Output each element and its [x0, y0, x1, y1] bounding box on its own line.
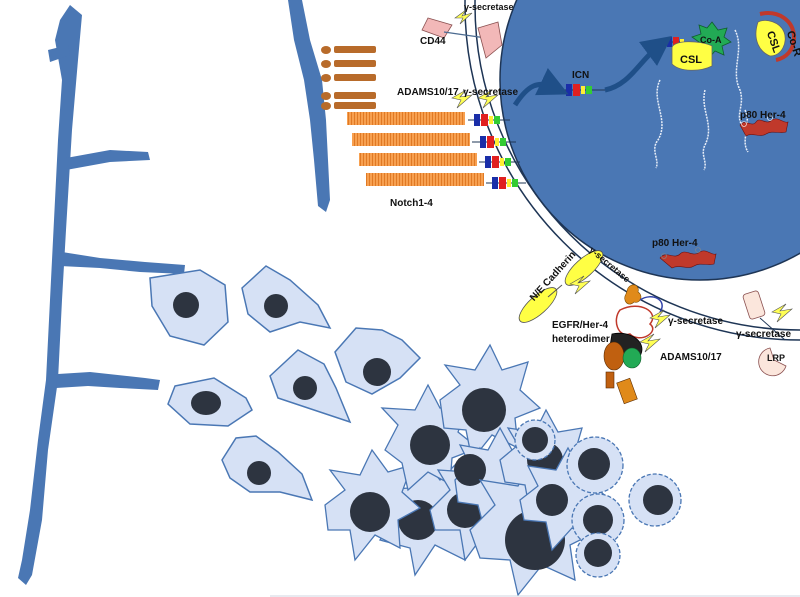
- scissor-egfr-adams: [639, 333, 662, 353]
- label-egfr-her4-2: heterodimer: [552, 334, 610, 345]
- label-adams-top: ADAMS10/17: [397, 87, 459, 98]
- scissor-gamma-mid: [477, 89, 500, 109]
- cell: [167, 377, 253, 427]
- notch-bar: [352, 133, 470, 146]
- csl-complex-left: [671, 41, 713, 71]
- scissor-adams-top: [451, 89, 474, 109]
- label-csl-left: CSL: [680, 54, 702, 66]
- label-gamma-mid: γ-secretase: [463, 87, 518, 98]
- cleavage-arrow: [512, 68, 569, 107]
- cell: [334, 327, 422, 395]
- tumor-cell-scalloped: [575, 532, 621, 578]
- label-notch: Notch1-4: [390, 198, 433, 209]
- notch-receptors: [347, 112, 484, 186]
- vessel-branch-2: [60, 252, 185, 274]
- notch-bar: [347, 112, 465, 125]
- label-gamma-lrp: γ-secretase: [736, 329, 791, 340]
- p80-her4-cytoplasm: [659, 247, 717, 269]
- tumor-cell-scalloped: [566, 436, 624, 494]
- receptor: [321, 60, 376, 68]
- cd44-molecule: [421, 17, 503, 59]
- label-icn: ICN: [572, 70, 589, 81]
- cell: [241, 265, 332, 333]
- label-egfr-her4-1: EGFR/Her-4: [552, 320, 609, 331]
- tumor-cell-scalloped: [628, 473, 682, 527]
- label-gamma-egfr: γ-secretase: [668, 316, 723, 327]
- notch-bar: [359, 153, 477, 166]
- receptor: [321, 46, 376, 54]
- csl-complex-right: [755, 11, 797, 62]
- cell: [269, 349, 352, 424]
- blood-vessel-network: [18, 0, 330, 585]
- cell: [221, 435, 314, 502]
- notch-bar: [366, 173, 484, 186]
- receptor: [321, 102, 376, 110]
- tumor-cell-scalloped: [514, 419, 556, 461]
- cell: [149, 269, 229, 346]
- nicd-segment: [468, 114, 510, 126]
- label-adams-bottom: ADAMS10/17: [660, 352, 722, 363]
- scissor-top: [454, 9, 473, 25]
- receptor: [321, 74, 376, 82]
- egfr-her4-heterodimer: [603, 284, 663, 405]
- nicd-segment: [479, 156, 520, 168]
- vessel-receptors: [321, 46, 376, 110]
- label-p80-cyto: p80 Her-4: [652, 238, 698, 249]
- cd44-shape: [421, 17, 453, 39]
- scissor-cadherin: [569, 275, 592, 295]
- tumor-cell: [324, 448, 422, 562]
- label-cd44: CD44: [420, 36, 446, 47]
- vessel-branch-1: [66, 150, 150, 170]
- ne-cadherin: [518, 250, 604, 323]
- label-gamma-top: γ-secretase: [464, 2, 514, 12]
- receptor: [321, 92, 376, 100]
- cd44-cleaved-fragment: [477, 21, 503, 59]
- scissor-egfr-gamma: [649, 309, 672, 329]
- tumor-cluster: [324, 343, 682, 597]
- vessel-stub-top: [48, 45, 70, 62]
- scissor-lrp: [771, 303, 794, 323]
- label-p80-nucleus: p80 Her-4: [740, 110, 786, 121]
- label-co-a: Co-A: [700, 35, 722, 45]
- vessel-top-membrane: [288, 0, 330, 212]
- cell-membrane: [464, 0, 800, 341]
- migrating-cells: [149, 265, 422, 502]
- tumor-cell-scalloped: [571, 493, 625, 547]
- nuclear-import-arrow: [604, 35, 672, 93]
- label-lrp: LRP: [767, 353, 785, 363]
- p80-her4-nucleus: [739, 115, 789, 137]
- nicd-segment: [472, 136, 516, 148]
- nucleus: [499, 0, 800, 281]
- vessel-branch-3: [56, 372, 160, 390]
- main-vessel: [18, 5, 82, 585]
- lrp-receptor: [742, 290, 787, 377]
- nicd-segment: [486, 177, 526, 189]
